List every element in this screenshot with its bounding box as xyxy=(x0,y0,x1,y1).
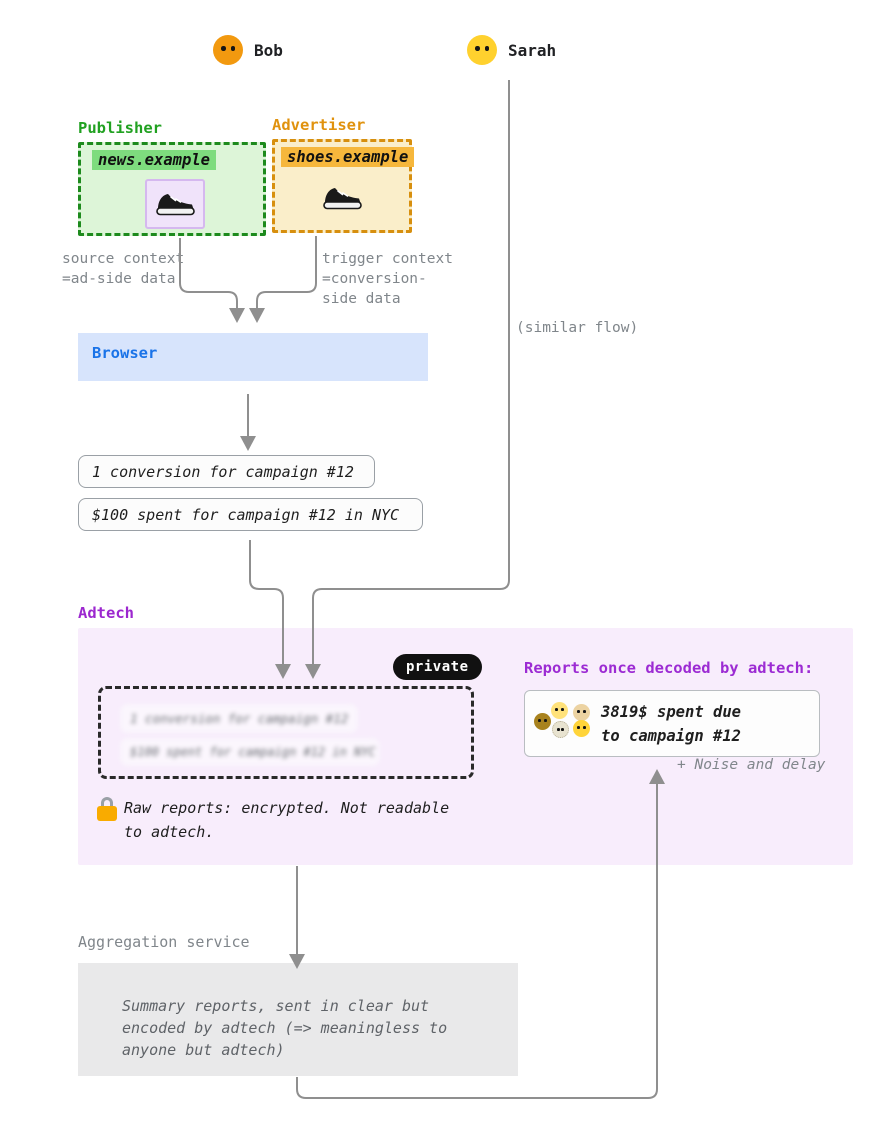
sneaker-icon xyxy=(321,184,363,212)
encrypted-reports-frame: 1 conversion for campaign #12 $100 spent… xyxy=(98,686,474,779)
decoded-reports-heading: Reports once decoded by adtech: xyxy=(524,659,814,677)
browser-label: Browser xyxy=(92,344,158,362)
aggregation-label: Aggregation service xyxy=(78,933,250,951)
decoded-report-box: 3819$ spent due to campaign #12 xyxy=(524,690,820,757)
eye-icon xyxy=(475,46,480,51)
encrypted-report: 1 conversion for campaign #12 xyxy=(120,704,358,733)
similar-flow-note: (similar flow) xyxy=(516,320,639,336)
publisher-site: news.example xyxy=(92,150,216,170)
eye-icon xyxy=(484,46,489,51)
advertiser-label: Advertiser xyxy=(272,116,366,134)
arrowhead-down xyxy=(249,308,265,323)
bob-face-icon xyxy=(213,35,243,65)
eye-icon xyxy=(221,46,226,51)
actor-bob-label: Bob xyxy=(254,40,283,60)
eye-icon xyxy=(230,46,235,51)
publisher-to-browser-line xyxy=(179,238,238,310)
private-badge: private xyxy=(393,654,482,680)
trigger-context-note: trigger context =conversion- side data xyxy=(322,251,453,307)
arrowhead-down xyxy=(229,308,245,323)
aggregation-box: Summary reports, sent in clear but encod… xyxy=(78,963,518,1076)
noise-delay-note: + Noise and delay xyxy=(677,757,826,773)
aggregation-note: Summary reports, sent in clear but encod… xyxy=(122,997,448,1059)
source-context-note: source context =ad-side data xyxy=(62,251,185,287)
actor-bob: Bob xyxy=(213,35,283,65)
advertiser-site: shoes.example xyxy=(281,147,415,167)
browser-box: Browser xyxy=(78,333,428,381)
sneaker-icon xyxy=(154,190,196,218)
actor-sarah: Sarah xyxy=(467,35,556,65)
report-spend: $100 spent for campaign #12 in NYC xyxy=(78,498,423,531)
decoded-report-text: 3819$ spent due to campaign #12 xyxy=(601,703,741,745)
actor-sarah-label: Sarah xyxy=(508,40,557,60)
ad-frame xyxy=(145,179,205,229)
encrypted-report: $100 spent for campaign #12 in NYC xyxy=(120,738,380,766)
advertiser-box: shoes.example xyxy=(272,139,415,233)
adtech-label: Adtech xyxy=(78,604,134,622)
advertiser-to-browser-line xyxy=(256,236,317,310)
arrowhead-down xyxy=(240,436,256,451)
lock-icon xyxy=(97,797,119,823)
raw-reports-note: Raw reports: encrypted. Not readable to … xyxy=(124,799,450,841)
publisher-label: Publisher xyxy=(78,119,162,137)
publisher-box: news.example xyxy=(78,142,266,236)
report-conversion: 1 conversion for campaign #12 xyxy=(78,455,375,488)
sarah-face-icon xyxy=(467,35,497,65)
